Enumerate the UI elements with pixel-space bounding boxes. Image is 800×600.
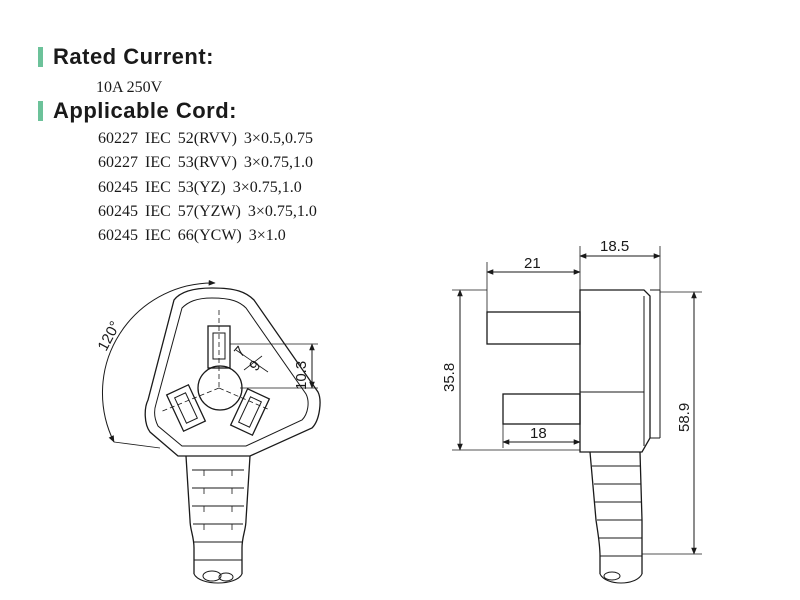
dim-pin-spacing: 35.8 [441, 363, 458, 392]
plug-body [579, 289, 651, 453]
side-view [452, 246, 702, 584]
dim-lower-pin: 18 [530, 425, 547, 442]
cord-item: 60227 IEC 52(RVV) 3×0.5,0.75 [98, 130, 313, 147]
angle-arc [101, 280, 216, 443]
cord-item: 60245 IEC 66(YCW) 3×1.0 [98, 227, 286, 245]
cord-end [193, 573, 243, 584]
cord-item: 60245 IEC 53(YZ) 3×0.75,1.0 [98, 178, 302, 196]
pin-thickness-label: 9 [246, 357, 264, 374]
right-pin-inner [237, 396, 263, 428]
pin-offset-label: 10.3 [293, 361, 310, 390]
center-line [218, 387, 271, 411]
cord-list: 60227 IEC 52(RVV) 3×0.5,0.75 60227 IEC 5… [98, 127, 317, 248]
dim-pin-length: 21 [524, 255, 541, 272]
upper-pin [486, 311, 581, 345]
rated-current-heading: Rated Current: [38, 44, 214, 70]
dim-total-height: 58.9 [676, 403, 693, 432]
rated-current-title: Rated Current: [53, 44, 215, 69]
right-pin-outer [229, 387, 271, 437]
applicable-cord-heading: Applicable Cord: [38, 98, 237, 124]
left-pin-inner [173, 392, 199, 424]
center-line [159, 387, 220, 413]
cord-outline [185, 455, 251, 574]
cord-item: 60245 IEC 57(YZW) 3×0.75,1.0 [98, 202, 317, 220]
rated-current-value: 10A 250V [96, 79, 163, 96]
left-pin-outer [165, 383, 207, 433]
angle-label: 120° [95, 318, 125, 353]
front-view [101, 280, 321, 584]
lower-pin [502, 393, 581, 425]
dim-body-depth: 18.5 [600, 238, 629, 255]
applicable-cord-title: Applicable Cord: [53, 98, 238, 123]
accent-bar-icon [38, 47, 43, 67]
pin-width-label: 7 [231, 343, 249, 360]
accent-bar-icon [38, 101, 43, 121]
angle-extension-line [113, 441, 161, 449]
cord-item: 60227 IEC 53(RVV) 3×0.75,1.0 [98, 154, 313, 172]
plug-face-inner [154, 297, 309, 447]
plug-face-outer [144, 287, 321, 457]
